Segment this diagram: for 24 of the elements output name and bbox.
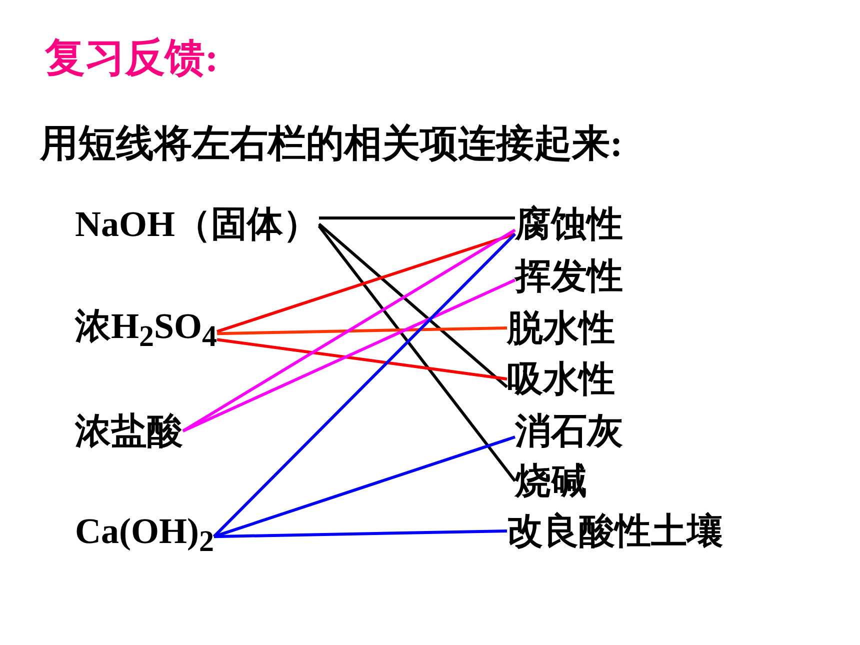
connecting-line (214, 530, 508, 538)
column-item: 改良酸性土壤 (507, 510, 723, 552)
heading: 复习反馈: (45, 34, 218, 82)
column-item: 腐蚀性 (515, 203, 623, 245)
connecting-line (182, 278, 516, 432)
column-item: 浓H$_{2}$SO$_{4}$ (75, 305, 218, 358)
column-item: 脱水性 (507, 307, 615, 349)
column-item: 挥发性 (515, 255, 623, 297)
connecting-line (216, 232, 516, 334)
column-item: NaOH（固体） (75, 203, 320, 245)
connecting-line (318, 222, 508, 388)
column-item: 浓盐酸 (75, 410, 183, 452)
connecting-line (214, 436, 516, 538)
connecting-line (212, 232, 516, 538)
column-item: 烧碱 (515, 460, 587, 502)
column-item: 吸水性 (507, 358, 615, 400)
connecting-line (182, 228, 516, 432)
column-item: Ca(OH)$_{2}$ (75, 510, 214, 564)
instruction-text: 用短线将左右栏的相关项连接起来: (40, 122, 623, 167)
connecting-line (319, 216, 515, 220)
column-item: 消石灰 (515, 410, 623, 452)
connecting-line (318, 225, 516, 482)
connecting-line (216, 338, 508, 380)
connecting-line (217, 326, 508, 336)
